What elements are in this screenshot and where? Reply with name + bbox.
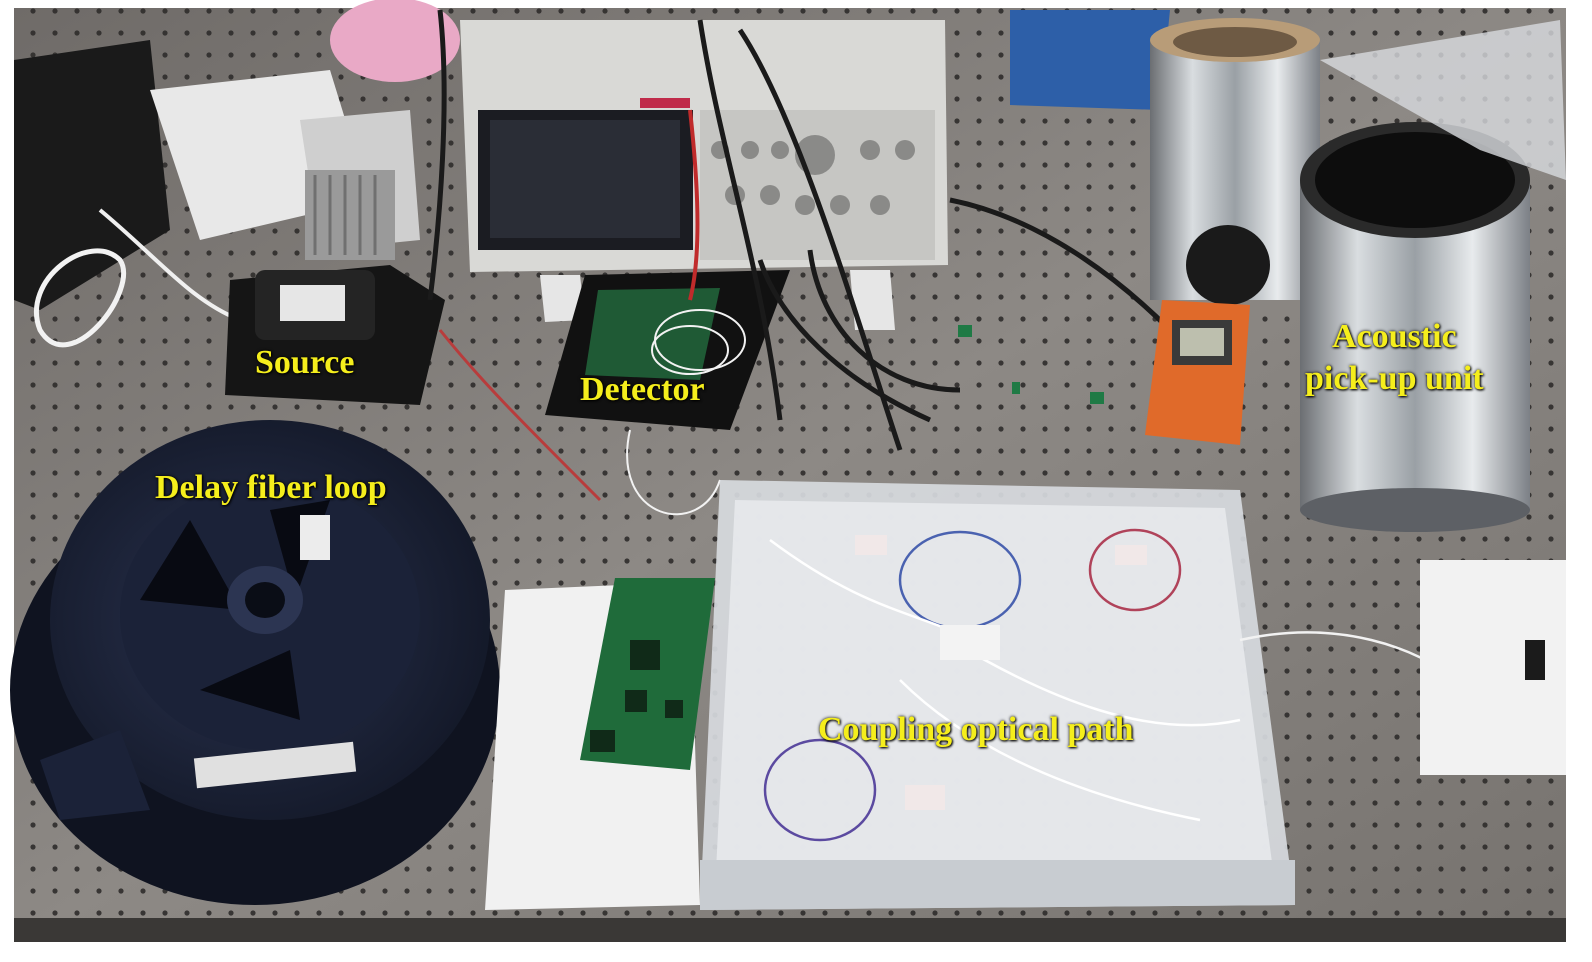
black-enclosure	[14, 40, 170, 310]
label-detector: Detector	[580, 371, 705, 408]
delay-fiber-spool	[10, 420, 500, 905]
label-acoustic-line1: Acoustic	[1331, 318, 1457, 355]
label-coupling-optical-path: Coupling optical path	[818, 711, 1134, 748]
label-delay-fiber-loop: Delay fiber loop	[155, 469, 387, 506]
control-pcb	[580, 578, 715, 770]
label-acoustic-pickup-unit: Acoustic pick-up unit	[1305, 316, 1484, 400]
coupling-optical-box	[700, 480, 1295, 910]
label-source: Source	[255, 344, 355, 381]
oscilloscope	[460, 20, 948, 330]
label-acoustic-line2: pick-up unit	[1305, 360, 1484, 397]
